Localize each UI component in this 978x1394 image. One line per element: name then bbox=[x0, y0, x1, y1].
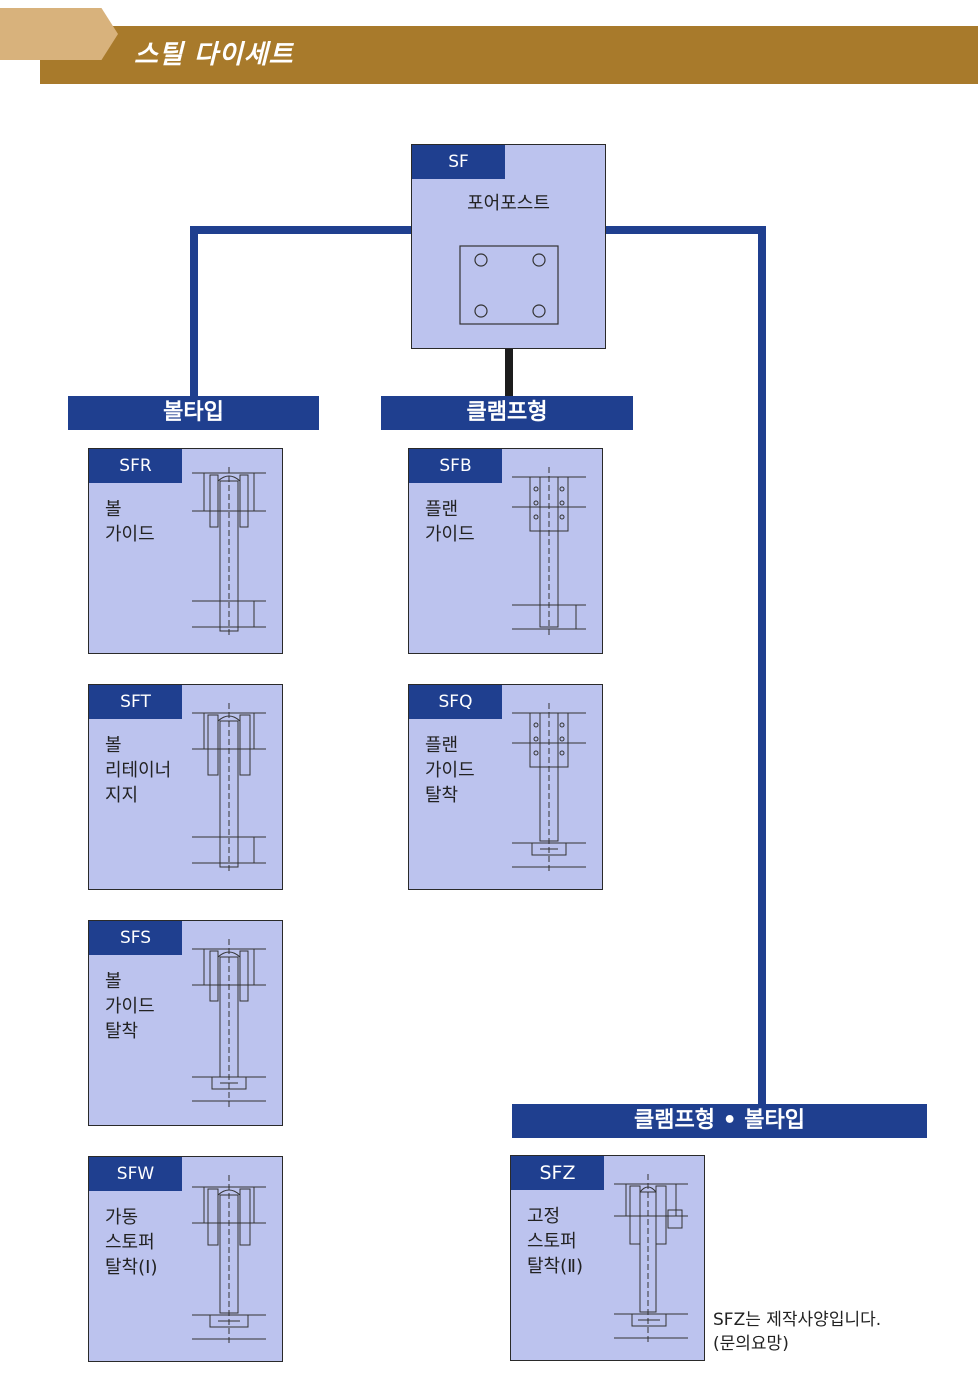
connector-left-horizontal bbox=[190, 226, 412, 234]
card-description: 볼 가이드 bbox=[105, 499, 155, 545]
card-code: SFR bbox=[89, 449, 182, 483]
connector-right-vertical bbox=[758, 226, 766, 1106]
ball-retainer-post-drawing-icon bbox=[192, 703, 266, 871]
section-clamp-ball-type: 클램프형 • 볼타입 bbox=[512, 1104, 927, 1138]
section-ball-type: 볼타입 bbox=[68, 396, 319, 430]
connector-left-vertical bbox=[190, 226, 198, 398]
connector-right-horizontal bbox=[604, 226, 766, 234]
card-description: 볼 가이드 탈착 bbox=[105, 971, 155, 1042]
card-code: SFQ bbox=[409, 685, 502, 719]
fixed-stopper-drawing-icon bbox=[614, 1174, 688, 1342]
card-sfr: SFR 볼 가이드 bbox=[88, 448, 283, 654]
card-code: SFT bbox=[89, 685, 182, 719]
card-description: 플랜 가이드 bbox=[425, 499, 475, 545]
flange-guide-post-drawing-icon bbox=[512, 467, 586, 635]
page-title: 스틸 다이세트 bbox=[134, 40, 294, 70]
four-post-plate-icon bbox=[459, 245, 559, 325]
movable-stopper-drawing-icon bbox=[192, 1175, 266, 1343]
connector-center-vertical bbox=[505, 348, 513, 398]
card-sft: SFT 볼 리테이너 지지 bbox=[88, 684, 283, 890]
root-card: SF 포어포스트 bbox=[411, 144, 606, 349]
ball-guide-post-drawing-icon bbox=[192, 467, 266, 635]
ball-guide-detachable-drawing-icon bbox=[192, 939, 266, 1107]
card-description: 플랜 가이드 탈착 bbox=[425, 735, 475, 806]
section-clamp-type: 클램프형 bbox=[381, 396, 633, 430]
card-description: 고정 스토퍼 탈착(Ⅱ) bbox=[527, 1206, 584, 1277]
card-sfw: SFW 가동 스토퍼 탈착(Ⅰ) bbox=[88, 1156, 283, 1362]
card-description: 가동 스토퍼 탈착(Ⅰ) bbox=[105, 1207, 158, 1278]
header-bar bbox=[40, 26, 978, 84]
card-sfs: SFS 볼 가이드 탈착 bbox=[88, 920, 283, 1126]
root-code: SF bbox=[412, 145, 505, 179]
root-label: 포어포스트 bbox=[467, 193, 550, 214]
header-arrow-icon bbox=[0, 8, 118, 60]
card-code: SFZ bbox=[511, 1156, 604, 1190]
card-description: 볼 리테이너 지지 bbox=[105, 735, 172, 806]
card-code: SFW bbox=[89, 1157, 182, 1191]
card-sfz: SFZ 고정 스토퍼 탈착(Ⅱ) bbox=[510, 1155, 705, 1361]
flange-guide-detachable-drawing-icon bbox=[512, 703, 586, 871]
card-sfq: SFQ 플랜 가이드 탈착 bbox=[408, 684, 603, 890]
sfz-note: SFZ는 제작사양입니다. (문의요망) bbox=[713, 1310, 882, 1354]
card-sfb: SFB 플랜 가이드 bbox=[408, 448, 603, 654]
card-code: SFS bbox=[89, 921, 182, 955]
card-code: SFB bbox=[409, 449, 502, 483]
